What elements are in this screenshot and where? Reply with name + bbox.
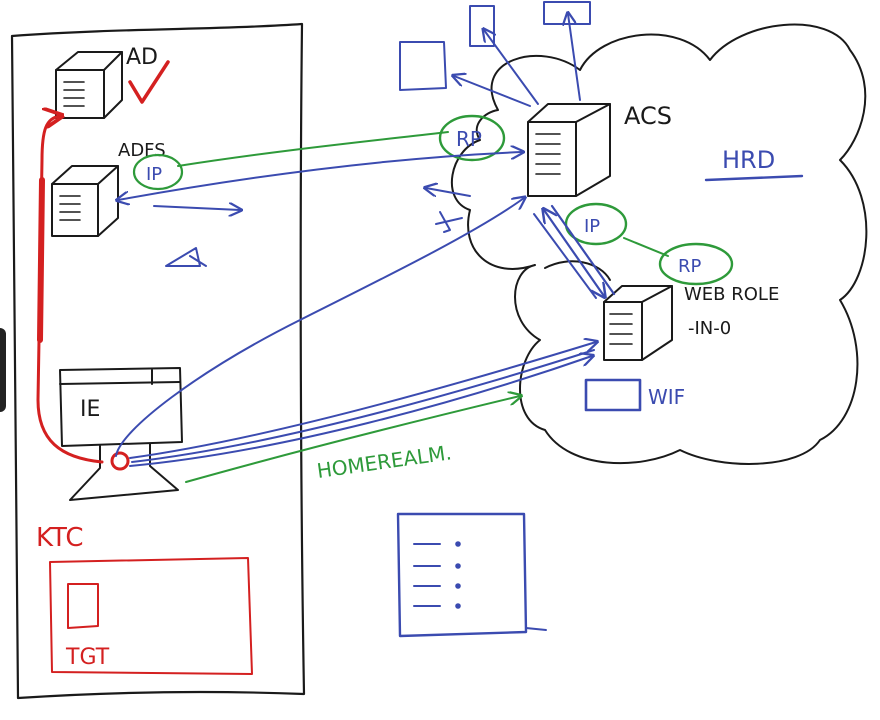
acs-label: ACS (624, 102, 672, 130)
acs-step-mark (435, 211, 463, 233)
ie-label: IE (80, 397, 100, 422)
ktc-label: KTC (36, 523, 84, 553)
hrd-underline (704, 174, 804, 182)
corporate-boundary (10, 22, 306, 700)
ip-to-rp-link (623, 237, 669, 257)
adfs-right-arrow (153, 206, 240, 210)
acs-to-idp-top-1 (484, 30, 539, 105)
idp-box-left (399, 41, 447, 91)
user-dot-icon (110, 451, 130, 471)
claims-document-tail (525, 627, 547, 631)
webrole-label: WEB ROLE (684, 284, 779, 305)
acs-left-arrow (426, 188, 471, 197)
adfs-acs-exchange (118, 152, 522, 200)
ad-label: AD (126, 45, 158, 70)
webrole-server (603, 285, 673, 361)
homerealm-arrow (185, 396, 520, 483)
claims-list (413, 541, 461, 609)
cloud-inner-divider (544, 260, 611, 281)
checkmark-icon (128, 60, 170, 104)
ip-badge-adfs: IP (146, 164, 162, 185)
tgt-label: TGT (65, 645, 110, 670)
ip-badge-acs: IP (584, 216, 600, 237)
ad-server (55, 51, 123, 119)
acs-webrole-arrow-3 (533, 213, 597, 299)
rp-badge-web-ring (658, 242, 734, 286)
window-edge-tab (0, 328, 6, 412)
adfs-server (51, 165, 119, 237)
adfs-step-mark (165, 247, 207, 267)
acs-to-idp-left (454, 76, 531, 107)
cloud-shape (451, 23, 868, 465)
adfs-to-acs-green (177, 131, 449, 167)
idp-box-top-1 (469, 5, 495, 47)
ktc-box (49, 557, 253, 675)
ie-to-webrole-2 (131, 349, 595, 463)
ie-to-webrole-1 (129, 342, 596, 459)
rp-badge-web: RP (678, 256, 702, 277)
idp-box-top-2 (543, 1, 591, 25)
claims-document (396, 512, 528, 638)
ie-to-webrole-3 (129, 356, 592, 467)
acs-webrole-arrow-2 (550, 204, 616, 296)
ie-to-acs (115, 198, 524, 457)
homerealm-label: HOMEREALM. (315, 440, 453, 483)
ie-computer (59, 367, 183, 501)
acs-server (527, 103, 611, 197)
rp-badge-acs: RP (456, 127, 482, 151)
wif-label: WIF (648, 385, 685, 409)
kerberos-path-thick (37, 177, 45, 343)
acs-webrole-arrow-1 (544, 210, 604, 296)
kerberos-path (36, 116, 104, 464)
acs-to-idp-top-2 (568, 14, 581, 101)
tgt-ticket (67, 583, 99, 629)
webrole-sub: -IN-0 (688, 318, 731, 339)
wif-box (584, 378, 642, 412)
hrd-label: HRD (722, 146, 775, 174)
adfs-label: ADFS (118, 140, 166, 161)
